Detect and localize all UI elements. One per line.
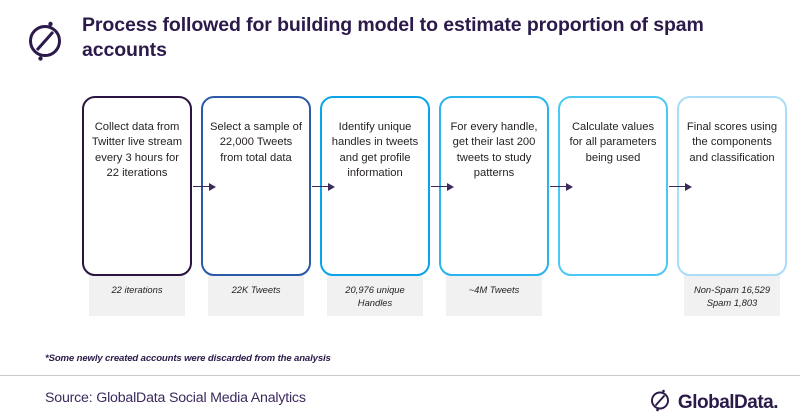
flow-arrow-icon bbox=[431, 182, 455, 191]
footer-logo: GlobalData. bbox=[649, 386, 779, 419]
step-text: For every handle, get their last 200 twe… bbox=[450, 121, 538, 180]
slide-header: Process followed for building model to e… bbox=[0, 0, 800, 86]
step-caption: Non-Spam 16,529 Spam 1,803 bbox=[684, 268, 780, 316]
process-flow: Collect data from Twitter live stream ev… bbox=[0, 96, 800, 326]
footer-logo-text: GlobalData. bbox=[677, 391, 779, 413]
step-box: Calculate values for all parameters bein… bbox=[558, 96, 668, 276]
step-text: Final scores using the components and cl… bbox=[686, 121, 778, 164]
globaldata-circle-slash-icon bbox=[649, 386, 673, 419]
step-caption: 20,976 unique Handles bbox=[327, 268, 423, 316]
source-label: Source: GlobalData Social Media Analytic… bbox=[45, 390, 306, 406]
step-text: Calculate values for all parameters bein… bbox=[569, 121, 657, 164]
flow-arrow-icon bbox=[669, 182, 693, 191]
step-caption: ~4M Tweets bbox=[446, 268, 542, 316]
flow-step-collect-data[interactable]: Collect data from Twitter live stream ev… bbox=[82, 96, 192, 316]
step-box: Final scores using the components and cl… bbox=[677, 96, 787, 276]
step-text: Select a sample of 22,000 Tweets from to… bbox=[209, 121, 303, 164]
flow-arrow-icon bbox=[193, 182, 217, 191]
step-text: Identify unique handles in tweets and ge… bbox=[331, 121, 419, 180]
step-caption: 22 iterations bbox=[89, 268, 185, 316]
globaldata-circle-slash-icon bbox=[24, 14, 68, 66]
flow-step-final-scores[interactable]: Final scores using the components and cl… bbox=[677, 96, 787, 316]
step-box: Select a sample of 22,000 Tweets from to… bbox=[201, 96, 311, 276]
step-box: For every handle, get their last 200 twe… bbox=[439, 96, 549, 276]
footer-divider bbox=[0, 375, 800, 376]
flow-step-identify-handles[interactable]: Identify unique handles in tweets and ge… bbox=[320, 96, 430, 316]
step-text: Collect data from Twitter live stream ev… bbox=[91, 121, 183, 180]
flow-arrow-icon bbox=[312, 182, 336, 191]
step-caption: 22K Tweets bbox=[208, 268, 304, 316]
flow-arrow-icon bbox=[550, 182, 574, 191]
step-box: Collect data from Twitter live stream ev… bbox=[82, 96, 192, 276]
flow-step-get-last-tweets[interactable]: For every handle, get their last 200 twe… bbox=[439, 96, 549, 316]
flow-step-select-sample[interactable]: Select a sample of 22,000 Tweets from to… bbox=[201, 96, 311, 316]
page-title: Process followed for building model to e… bbox=[82, 14, 704, 61]
step-box: Identify unique handles in tweets and ge… bbox=[320, 96, 430, 276]
footnote: *Some newly created accounts were discar… bbox=[45, 353, 331, 364]
flow-step-calculate-values[interactable]: Calculate values for all parameters bein… bbox=[558, 96, 668, 276]
